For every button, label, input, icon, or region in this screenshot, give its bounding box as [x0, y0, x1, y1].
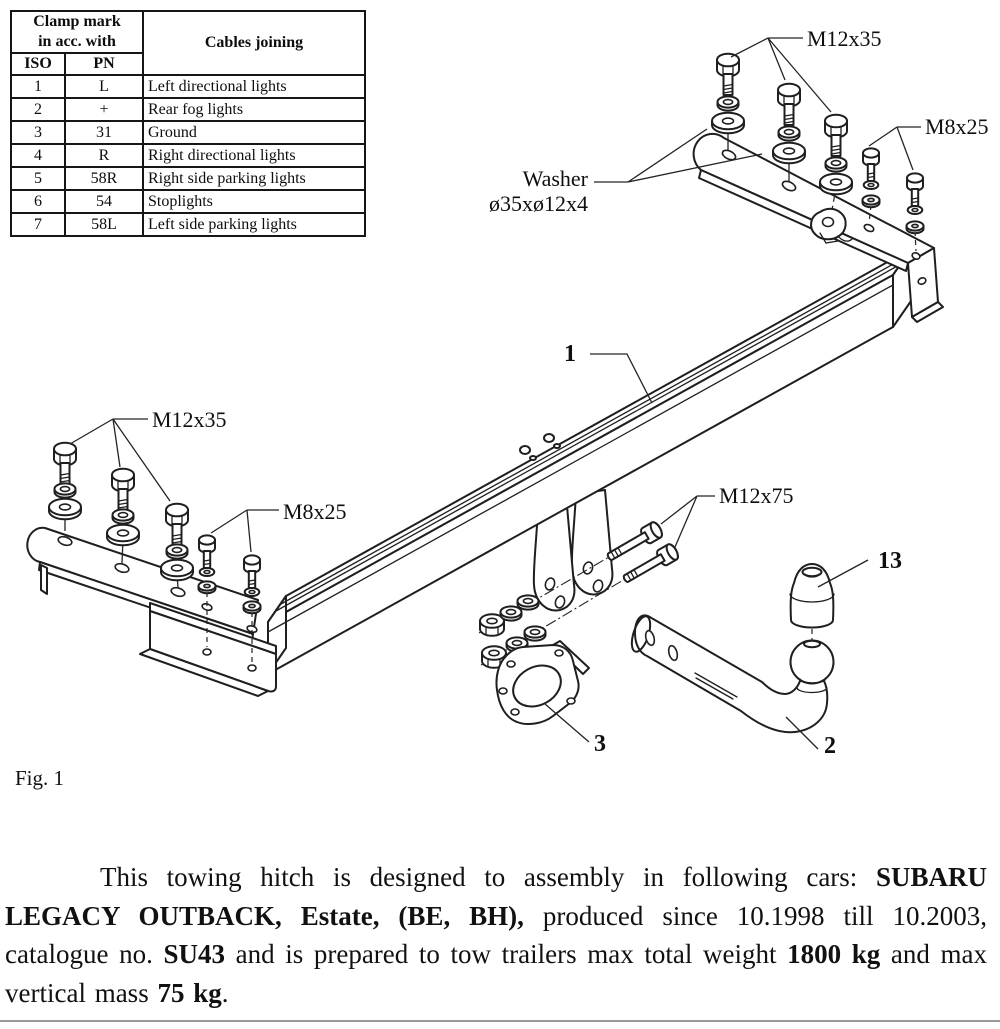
pn-cell: 58R	[64, 166, 144, 191]
iso-cell: 5	[10, 166, 66, 191]
clamp-mark-line1: Clamp mark	[33, 13, 121, 30]
pn-cell: R	[64, 143, 144, 168]
clamp-mark-header: Clamp mark in acc. with	[10, 10, 144, 54]
label-m12x35-right: M12x35	[807, 26, 882, 51]
iso-cell: 4	[10, 143, 66, 168]
table-subheader-row: ISO PN	[10, 52, 365, 76]
cables-cell: Left side parking lights	[142, 212, 366, 237]
pn-cell: 58L	[64, 212, 144, 237]
max-weight-bold: 1800 kg	[787, 939, 881, 969]
cables-cell: Right directional lights	[142, 143, 366, 168]
iso-header: ISO	[10, 52, 66, 76]
label-m12x35-left: M12x35	[152, 407, 227, 432]
iso-cell: 6	[10, 189, 66, 214]
iso-cell: 1	[10, 74, 66, 99]
right-m8-bolts	[861, 147, 925, 252]
left-m8-bolts	[197, 534, 262, 664]
beam-studs	[519, 433, 561, 461]
table-row: 2+Rear fog lights	[10, 97, 366, 122]
label-m8x25-right: M8x25	[925, 114, 989, 139]
max-vertical-mass-bold: 75 kg	[157, 977, 222, 1008]
label-washer-line2: ø35xø12x4	[489, 191, 588, 216]
paragraph-text: This towing hitch is designed to assembl…	[100, 862, 876, 892]
car-model-bold: SUBARU LEGACY OUTBACK, Estate, (BE, BH),	[5, 862, 987, 931]
iso-cell: 3	[10, 120, 66, 145]
label-washer-line1: Washer	[523, 166, 589, 191]
socket-plate	[495, 640, 590, 725]
left-m12-bolts	[48, 441, 194, 589]
callout-part-2: 2	[824, 733, 836, 759]
leader-lines	[69, 37, 921, 750]
iso-cell: 2	[10, 97, 66, 122]
paragraph-text: and is prepared to tow trailers max tota…	[224, 939, 788, 969]
clamp-hook	[810, 207, 853, 244]
cables-cell: Right side parking lights	[142, 166, 366, 191]
pn-header: PN	[64, 52, 144, 76]
iso-cell: 7	[10, 212, 66, 237]
label-m12x75: M12x75	[719, 483, 794, 508]
paragraph-text: .	[221, 977, 229, 1008]
m12x75-bolts	[603, 519, 682, 588]
cables-joining-table: Clamp mark in acc. with Cables joining I…	[10, 10, 366, 237]
pn-cell: 54	[64, 189, 144, 214]
paragraph-text: and max vertical mass	[5, 939, 987, 1008]
towball-arm	[630, 614, 835, 734]
pn-cell: +	[64, 97, 144, 122]
table-header-row: Clamp mark in acc. with Cables joining	[10, 10, 366, 76]
left-channel-bracket	[139, 602, 277, 697]
nut-washer-sets	[478, 556, 626, 669]
paragraph-text: produced since 10.1998 till 10.2003, cat…	[5, 900, 987, 970]
pn-cell: 31	[64, 120, 144, 145]
page-bottom-separator	[0, 1020, 1000, 1022]
cables-cell: Stoplights	[142, 189, 366, 214]
description-paragraph: This towing hitch is designed to assembl…	[5, 858, 987, 1012]
figure-caption: Fig. 1	[15, 766, 65, 790]
catalogue-no-bold: SU43	[163, 939, 225, 969]
left-side-plate	[26, 526, 259, 643]
ball-cover-cap	[789, 563, 835, 641]
callout-part-3: 3	[594, 731, 606, 757]
clamp-mark-line2: in acc. with	[38, 33, 116, 50]
callout-part-13: 13	[878, 548, 902, 574]
cables-joining-header: Cables joining	[142, 10, 366, 76]
label-m8x25-left: M8x25	[283, 499, 347, 524]
right-m12-bolts	[711, 52, 853, 211]
callout-part-1: 1	[564, 341, 576, 367]
pn-cell: L	[64, 74, 144, 99]
cables-cell: Ground	[142, 120, 366, 145]
cables-cell: Rear fog lights	[142, 97, 366, 122]
cables-cell: Left directional lights	[142, 74, 366, 99]
